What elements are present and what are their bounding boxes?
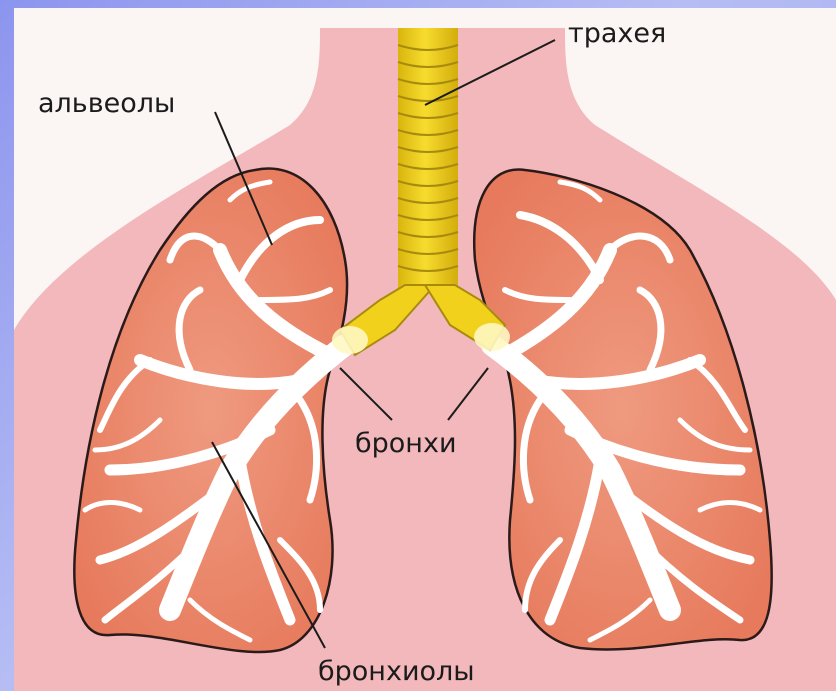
label-bronchi: бронхи: [355, 428, 457, 459]
label-alveoli: альвеолы: [38, 88, 175, 119]
label-trachea: трахея: [568, 18, 666, 49]
label-bronchioles: бронхиолы: [318, 656, 475, 687]
